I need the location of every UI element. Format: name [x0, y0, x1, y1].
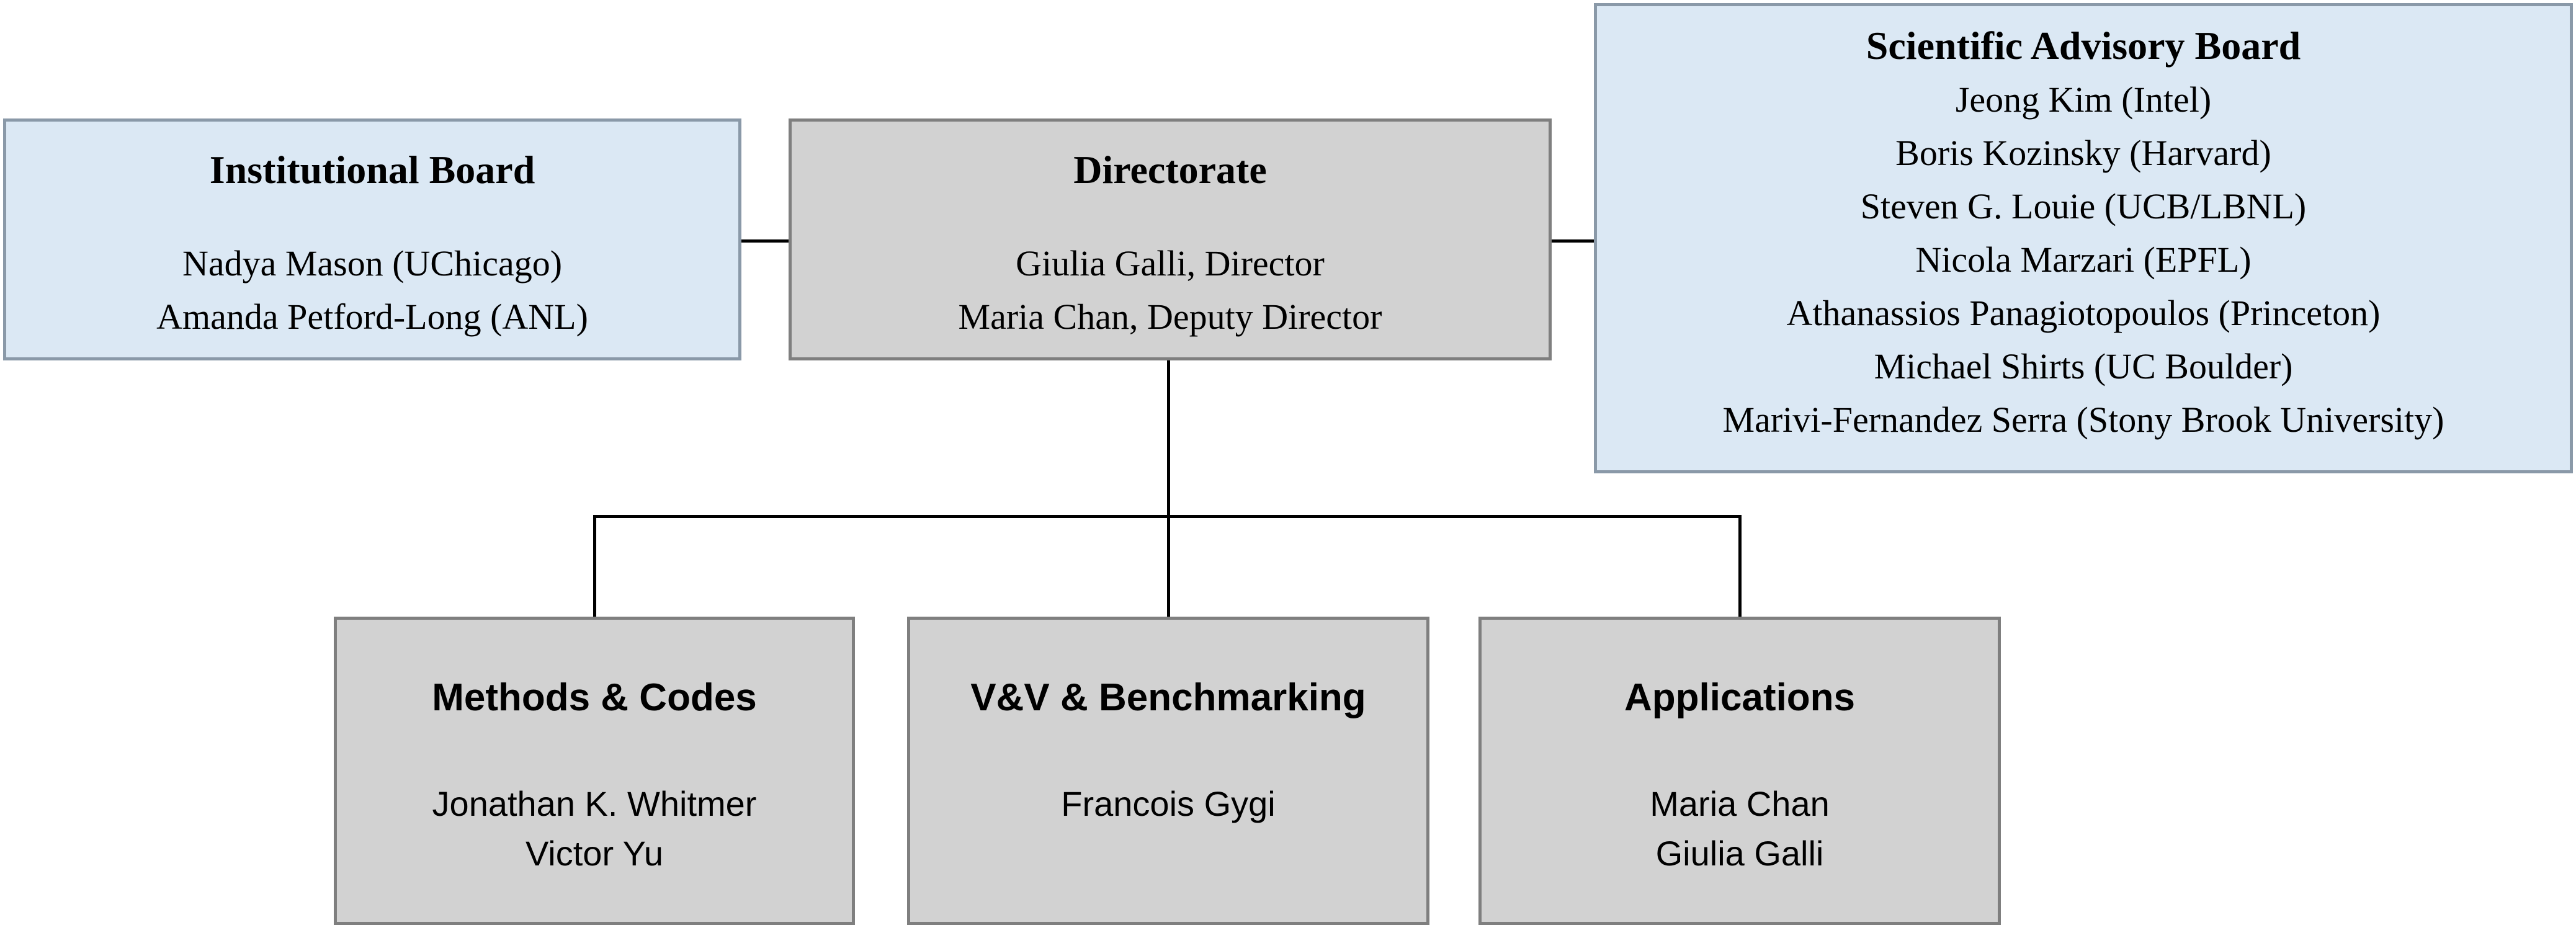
advisory-member: Michael Shirts (UC Boulder) [1874, 346, 2293, 386]
institutional-board-title: Institutional Board [209, 148, 535, 192]
connector-stub-vv-benchmarking [1167, 515, 1170, 617]
directorate-member: Giulia Galli, Director [1016, 243, 1325, 284]
connector-directorate-vertical [1167, 360, 1170, 517]
connector-stub-applications [1738, 515, 1742, 617]
advisory-member: Marivi-Fernandez Serra (Stony Brook Univ… [1722, 400, 2444, 440]
directorate-title: Directorate [1073, 148, 1267, 192]
connector-institutional-board-directorate [741, 239, 789, 243]
board-member: Nadya Mason (UChicago) [182, 243, 563, 284]
scientific-advisory-board-box: Scientific Advisory Board Jeong Kim (Int… [1594, 3, 2573, 473]
directorate-box: Directorate Giulia Galli, Director Maria… [789, 118, 1552, 360]
methods-codes-members: Jonathan K. Whitmer Victor Yu [337, 779, 852, 878]
advisory-member: Athanassios Panagiotopoulos (Princeton) [1786, 293, 2381, 333]
unit-lead: Giulia Galli [1655, 834, 1824, 873]
connector-directorate-advisory-board [1552, 239, 1594, 243]
scientific-advisory-board-title: Scientific Advisory Board [1866, 24, 2301, 68]
advisory-member: Jeong Kim (Intel) [1955, 79, 2212, 120]
directorate-members: Giulia Galli, Director Maria Chan, Deput… [792, 237, 1549, 344]
advisory-member: Steven G. Louie (UCB/LBNL) [1860, 186, 2307, 226]
unit-lead: Victor Yu [525, 834, 664, 873]
vv-benchmarking-members: Francois Gygi [910, 779, 1426, 829]
scientific-advisory-board-members: Jeong Kim (Intel) Boris Kozinsky (Harvar… [1597, 73, 2570, 447]
applications-box: Applications Maria Chan Giulia Galli [1478, 617, 2001, 925]
institutional-board-box: Institutional Board Nadya Mason (UChicag… [3, 118, 741, 360]
unit-lead: Jonathan K. Whitmer [432, 784, 757, 823]
methods-codes-title: Methods & Codes [432, 676, 757, 719]
methods-codes-box: Methods & Codes Jonathan K. Whitmer Vict… [334, 617, 855, 925]
applications-members: Maria Chan Giulia Galli [1482, 779, 1998, 878]
connector-stub-methods-codes [593, 515, 596, 617]
vv-benchmarking-box: V&V & Benchmarking Francois Gygi [907, 617, 1429, 925]
advisory-member: Boris Kozinsky (Harvard) [1895, 133, 2271, 173]
unit-lead: Francois Gygi [1061, 784, 1276, 823]
vv-benchmarking-title: V&V & Benchmarking [970, 676, 1366, 719]
board-member: Amanda Petford-Long (ANL) [156, 297, 588, 337]
directorate-member: Maria Chan, Deputy Director [958, 297, 1382, 337]
advisory-member: Nicola Marzari (EPFL) [1915, 239, 2252, 280]
institutional-board-members: Nadya Mason (UChicago) Amanda Petford-Lo… [6, 237, 738, 344]
applications-title: Applications [1624, 676, 1856, 719]
unit-lead: Maria Chan [1650, 784, 1830, 823]
